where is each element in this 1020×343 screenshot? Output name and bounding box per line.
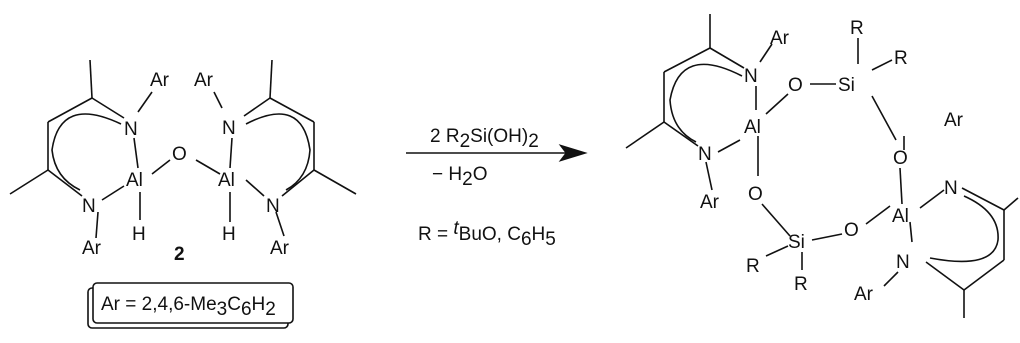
bond: [229, 137, 233, 169]
bond: [663, 47, 711, 73]
bond: [101, 185, 125, 201]
delocalized-arc: [669, 63, 743, 143]
oxygen-label: O: [788, 75, 803, 96]
bond: [137, 91, 153, 113]
bond: [709, 47, 745, 69]
oxygen-label: O: [748, 184, 763, 205]
delocalized-arc: [245, 113, 311, 191]
nitrogen-label: N: [896, 252, 910, 273]
box-inner: [92, 282, 294, 324]
r-substituent-label: R: [746, 256, 760, 277]
bond: [761, 203, 791, 237]
aluminium-label: Al: [892, 206, 909, 227]
nitrogen-label: N: [82, 196, 96, 217]
bond: [281, 169, 315, 197]
oxygen-label: O: [844, 220, 859, 241]
delocalized-arc: [929, 195, 999, 263]
ar-label: Ar: [770, 28, 790, 49]
compound-number: 2: [174, 244, 185, 265]
bond: [95, 211, 99, 239]
bond: [195, 159, 221, 175]
nitrogen-label: N: [266, 196, 280, 217]
bond: [663, 121, 699, 147]
bond: [275, 211, 285, 237]
ar-label: Ar: [700, 192, 720, 213]
aluminium-label: Al: [744, 117, 761, 138]
ar-label: Ar: [194, 70, 214, 91]
nitrogen-label: N: [222, 118, 236, 139]
ar-label: Ar: [82, 238, 102, 259]
bond: [765, 245, 789, 257]
delocalized-arc: [51, 113, 122, 191]
reaction-arrow: 2 R2Si(OH)2 − H2O R = tBuO, C6H5: [406, 126, 588, 250]
bond: [151, 159, 171, 175]
ar-label: Ar: [944, 110, 964, 131]
bond: [759, 43, 773, 63]
hydride-label: H: [132, 224, 146, 245]
bond: [705, 161, 713, 191]
bond: [871, 59, 893, 71]
ar-label: Ar: [270, 238, 290, 259]
bond: [871, 95, 897, 141]
bond: [89, 59, 93, 99]
ar-definition-box: Ar = 2,4,6-Me3C6H2: [87, 282, 294, 329]
bond: [269, 59, 273, 99]
bond: [1003, 197, 1019, 211]
bond: [91, 97, 125, 119]
bond: [963, 259, 1005, 291]
ar-label: Ar: [854, 284, 874, 305]
bond: [717, 139, 741, 153]
bond: [919, 189, 945, 209]
bond: [625, 121, 665, 149]
ar-definition-text: Ar = 2,4,6-Me3C6H2: [101, 294, 276, 320]
aluminium-label: Al: [218, 170, 235, 191]
bond: [47, 169, 83, 197]
hydride-label: H: [222, 224, 236, 245]
bond: [9, 169, 49, 195]
bond: [313, 169, 357, 195]
oxygen-bridge-label: O: [172, 144, 187, 165]
bond: [765, 93, 789, 115]
r-substituent-label: R: [894, 48, 908, 69]
bond: [865, 205, 891, 225]
r-substituent-label: R: [850, 18, 864, 39]
bond: [811, 233, 843, 241]
nitrogen-label: N: [944, 178, 958, 199]
product-structure: Ar N Al N Ar O Si R R O Ar Al N N Ar O O…: [625, 14, 1019, 318]
bond: [961, 187, 1005, 211]
reagent-text: 2 R2Si(OH)2: [430, 126, 539, 152]
byproduct-text: − H2O: [432, 164, 487, 190]
bond: [213, 91, 223, 109]
bond: [883, 271, 899, 287]
bond: [133, 137, 139, 169]
bond: [245, 179, 265, 197]
nitrogen-label: N: [744, 66, 758, 87]
arrowhead: [558, 144, 588, 162]
r-definition-text: R = tBuO, C6H5: [418, 218, 556, 250]
silicon-label: Si: [788, 232, 805, 253]
r-substituent-label: R: [794, 274, 808, 295]
bond: [47, 97, 93, 123]
bond: [909, 221, 913, 243]
nitrogen-label: N: [698, 144, 712, 165]
nitrogen-label: N: [124, 119, 138, 140]
bond: [269, 97, 315, 123]
aluminium-label: Al: [126, 170, 143, 191]
bond: [899, 167, 903, 205]
silicon-label: Si: [838, 75, 855, 96]
compound-2-structure: Ar N N Ar Al H O Ar N Al H N Ar 2: [9, 59, 357, 265]
bond: [243, 97, 271, 117]
oxygen-label: O: [893, 148, 908, 169]
ar-label: Ar: [150, 70, 170, 91]
bond: [925, 261, 965, 291]
